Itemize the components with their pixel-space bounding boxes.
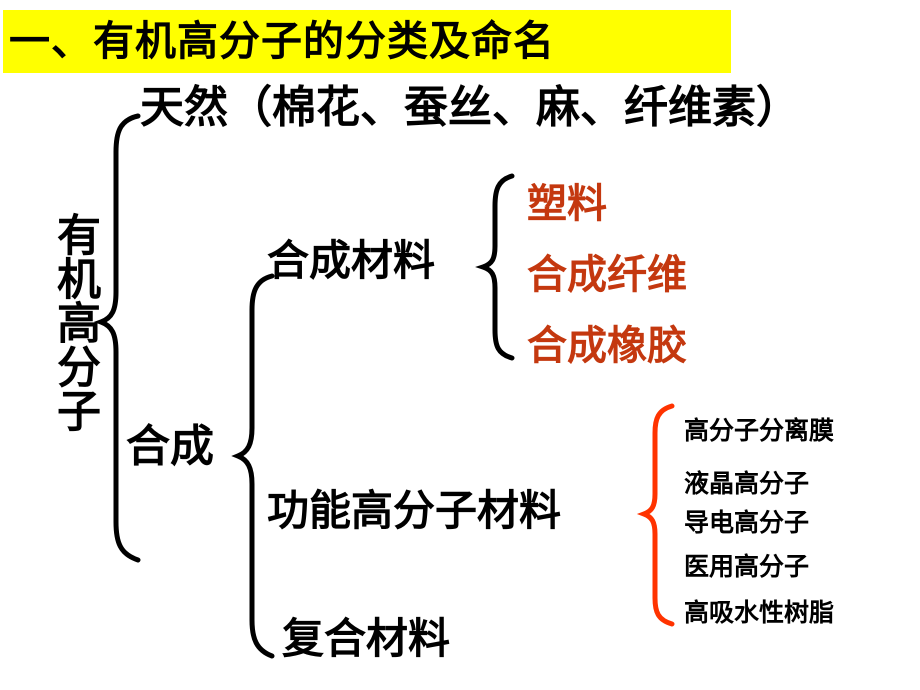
node-composite-materials: 复合材料 bbox=[282, 614, 451, 663]
root-label-organic-polymer: 有机高分子 bbox=[49, 212, 100, 432]
leaf-medical-polymer: 医用高分子 bbox=[684, 552, 810, 581]
leaf-liquid-crystal-polymer: 液晶高分子 bbox=[684, 469, 810, 498]
synthetic-materials-brace bbox=[475, 173, 515, 361]
leaf-polymer-separation-membrane: 高分子分离膜 bbox=[684, 416, 835, 445]
node-synthetic: 合成 bbox=[126, 421, 214, 472]
node-functional-materials: 功能高分子材料 bbox=[267, 486, 562, 535]
leaf-synthetic-rubber: 合成橡胶 bbox=[527, 323, 687, 369]
page-title: 一、有机高分子的分类及命名 bbox=[9, 17, 555, 65]
leaf-conductive-polymer: 导电高分子 bbox=[684, 508, 810, 537]
leaf-superabsorbent-resin: 高吸水性树脂 bbox=[684, 598, 835, 627]
root-brace bbox=[93, 113, 141, 563]
leaf-synthetic-fiber: 合成纤维 bbox=[527, 252, 687, 298]
title-banner: 一、有机高分子的分类及命名 bbox=[3, 10, 731, 73]
synthetic-brace bbox=[231, 273, 275, 659]
functional-materials-brace bbox=[636, 403, 675, 627]
leaf-plastic: 塑料 bbox=[527, 181, 607, 227]
node-natural: 天然（棉花、蚕丝、麻、纤维素） bbox=[140, 82, 800, 133]
node-synthetic-materials: 合成材料 bbox=[267, 236, 436, 285]
